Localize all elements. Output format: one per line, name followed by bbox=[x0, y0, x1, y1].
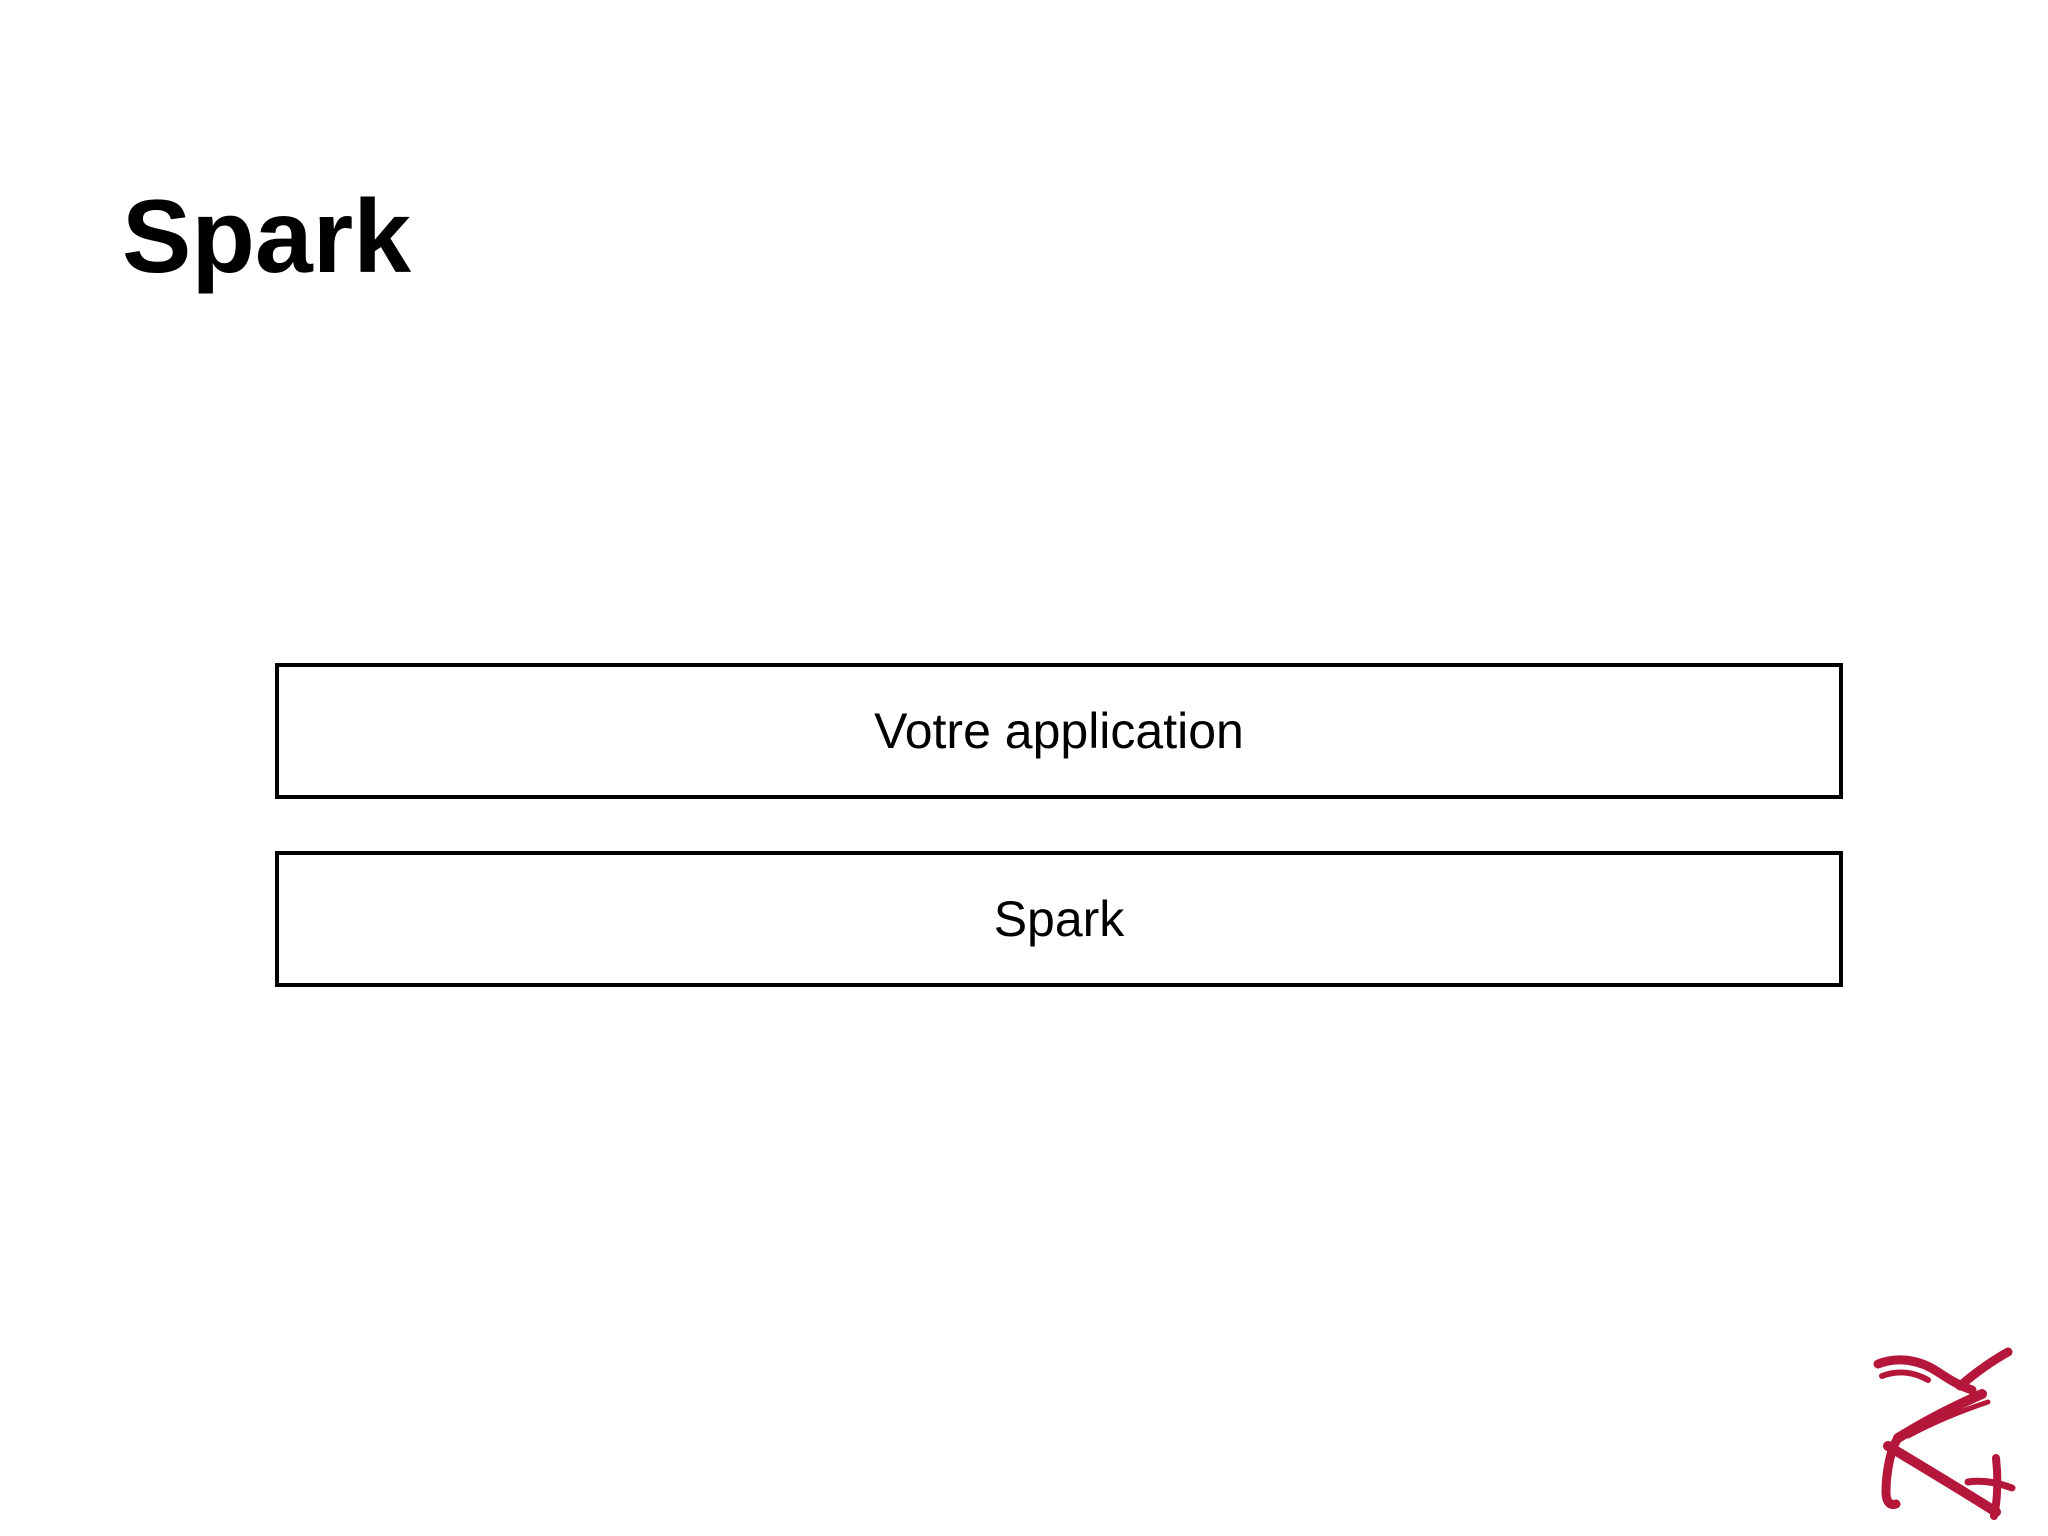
application-layer-label: Votre application bbox=[874, 703, 1244, 759]
application-layer-box: Votre application bbox=[275, 663, 1843, 799]
slide-title: Spark bbox=[122, 179, 412, 295]
zk-monogram-logo-icon bbox=[1873, 1347, 2016, 1520]
spark-layer-label: Spark bbox=[993, 891, 1125, 947]
spark-layer-box: Spark bbox=[275, 851, 1843, 987]
